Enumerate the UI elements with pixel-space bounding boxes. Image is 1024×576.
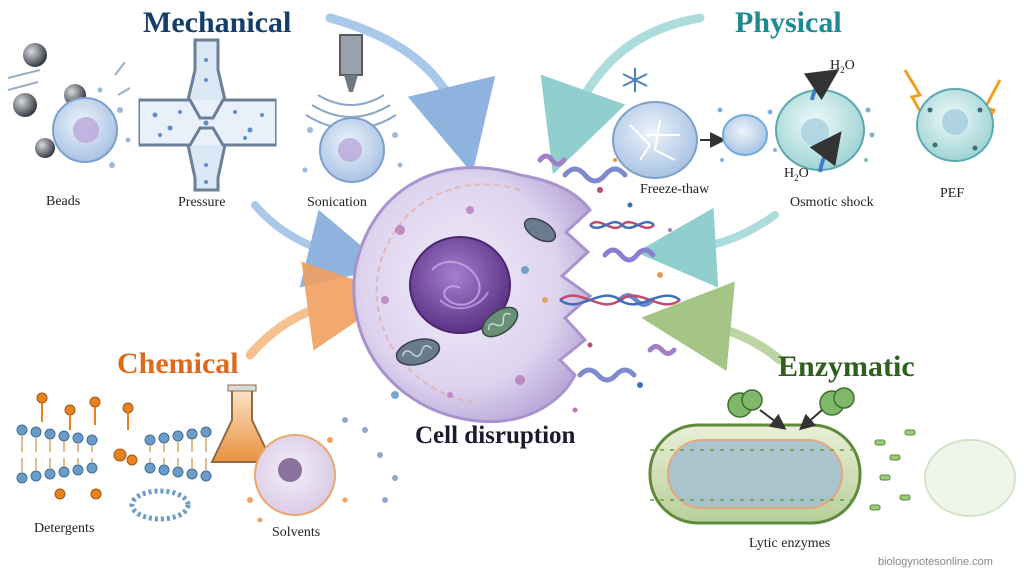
label-detergents: Detergents	[34, 521, 95, 536]
sonication-illustration	[302, 34, 403, 183]
mitochondria	[395, 217, 557, 366]
vesicles	[381, 206, 548, 399]
label-solvents: Solvents	[272, 525, 321, 540]
freeze-thaw-illustration	[612, 68, 777, 179]
label-freeze-thaw: Freeze-thaw	[640, 182, 710, 197]
osmotic-shock-illustration	[775, 69, 875, 173]
central-cell	[352, 153, 681, 424]
center-title: Cell disruption	[415, 422, 576, 449]
category-mechanical: Mechanical	[143, 6, 292, 39]
label-beads: Beads	[46, 194, 81, 209]
category-enzymatic: Enzymatic	[778, 350, 915, 383]
beads-illustration	[7, 43, 131, 168]
label-h2o-bottom: H2O	[784, 166, 809, 183]
label-osmotic-shock: Osmotic shock	[790, 195, 874, 210]
lytic-enzymes-illustration	[648, 387, 1016, 525]
category-physical: Physical	[735, 6, 842, 39]
enzymatic-arrow	[641, 281, 785, 372]
nucleus	[409, 236, 511, 334]
chemical-arrow	[245, 261, 397, 360]
label-pef: PEF	[940, 186, 965, 201]
detergents-illustration	[16, 392, 212, 522]
label-h2o-top: H2O	[830, 58, 855, 75]
debris-particles	[572, 158, 672, 413]
mechanical-arrows	[251, 13, 496, 288]
solvents-illustration	[210, 384, 398, 523]
watermark: biologynotesonline.com	[878, 556, 993, 568]
snowflake-icon	[622, 68, 648, 92]
label-pressure: Pressure	[178, 195, 226, 210]
pressure-illustration	[138, 38, 277, 192]
dna-strands	[559, 220, 681, 306]
enzyme-icon	[727, 387, 855, 418]
pef-illustration	[903, 69, 1002, 162]
label-lytic-enzymes: Lytic enzymes	[749, 536, 831, 551]
label-sonication: Sonication	[307, 195, 367, 210]
category-chemical: Chemical	[117, 347, 239, 380]
physical-arrows	[540, 13, 779, 288]
